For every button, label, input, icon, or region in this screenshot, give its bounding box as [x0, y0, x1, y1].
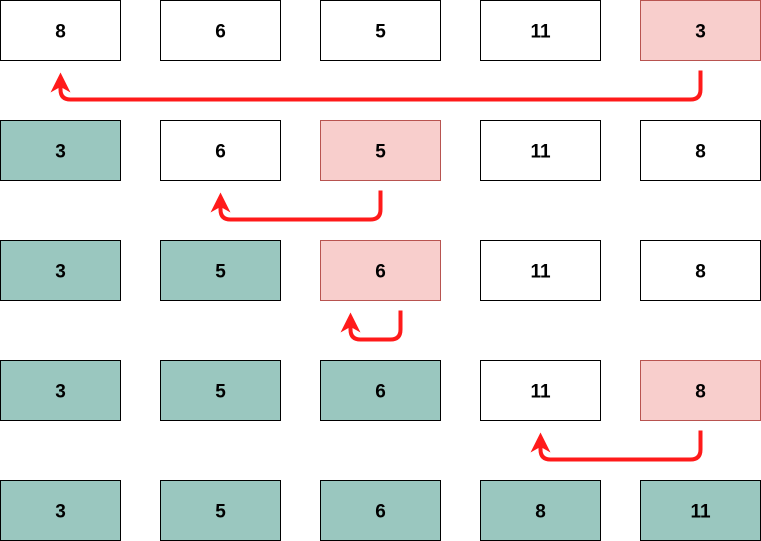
- cell-value: 3: [55, 142, 66, 163]
- array-cell-sorted: 6: [320, 480, 441, 541]
- cell-value: 8: [55, 22, 66, 43]
- cell-value: 11: [530, 262, 551, 283]
- cell-value: 8: [695, 382, 706, 403]
- cell-box: [320, 120, 441, 181]
- array-cell-sorted: 5: [160, 360, 281, 421]
- cell-box: [0, 240, 121, 301]
- cell-value: 6: [375, 262, 386, 283]
- cell-value: 8: [535, 502, 546, 523]
- array-cell-default: 11: [480, 120, 601, 181]
- array-cell-sorted: 3: [0, 480, 121, 541]
- array-cell-sorted: 11: [640, 480, 761, 541]
- array-cell-default: 11: [480, 240, 601, 301]
- cell-box: [640, 240, 761, 301]
- cell-box: [640, 360, 761, 421]
- array-cell-sorted: 5: [160, 240, 281, 301]
- cell-box: [320, 240, 441, 301]
- array-cell-sorted: 3: [0, 360, 121, 421]
- swap-arrow: [50, 70, 703, 102]
- cell-box: [480, 360, 601, 421]
- array-cell-default: 6: [160, 0, 281, 61]
- cell-value: 11: [530, 382, 551, 403]
- cell-box: [480, 120, 601, 181]
- cell-box: [480, 480, 601, 541]
- array-cell-sorted: 6: [320, 360, 441, 421]
- cell-box: [320, 360, 441, 421]
- cell-box: [160, 0, 281, 61]
- array-cell-default: 8: [640, 240, 761, 301]
- cell-box: [0, 360, 121, 421]
- cell-value: 5: [215, 502, 226, 523]
- cell-box: [480, 0, 601, 61]
- cell-value: 3: [55, 382, 66, 403]
- cell-box: [160, 480, 281, 541]
- array-cell-selected: 5: [320, 120, 441, 181]
- array-cell-sorted: 5: [160, 480, 281, 541]
- cell-value: 5: [215, 262, 226, 283]
- cell-value: 6: [215, 22, 226, 43]
- cell-value: 8: [695, 262, 706, 283]
- cell-box: [0, 120, 121, 181]
- cell-value: 3: [55, 262, 66, 283]
- swap-arrow: [340, 310, 403, 342]
- array-cell-selected: 8: [640, 360, 761, 421]
- cell-box: [320, 480, 441, 541]
- array-cell-default: 11: [480, 360, 601, 421]
- array-cell-default: 6: [160, 120, 281, 181]
- cell-box: [160, 360, 281, 421]
- cell-value: 3: [55, 502, 66, 523]
- array-cell-default: 5: [320, 0, 441, 61]
- cell-value: 3: [695, 22, 706, 43]
- cell-value: 6: [375, 502, 386, 523]
- cell-box: [640, 480, 761, 541]
- array-row: 3 5 6 11 8: [0, 240, 761, 301]
- cell-box: [640, 120, 761, 181]
- cell-box: [640, 0, 761, 61]
- array-cell-default: 8: [0, 0, 121, 61]
- array-cell-default: 11: [480, 0, 601, 61]
- cell-value: 5: [375, 22, 386, 43]
- cell-value: 6: [375, 382, 386, 403]
- cell-value: 11: [690, 502, 711, 523]
- array-row: 3 5 6 11 8: [0, 360, 761, 421]
- swap-arrows: [50, 70, 703, 462]
- cell-box: [480, 240, 601, 301]
- cell-box: [0, 0, 121, 61]
- cell-value: 6: [215, 142, 226, 163]
- array-cell-sorted: 8: [480, 480, 601, 541]
- array-cell-sorted: 3: [0, 240, 121, 301]
- array-row: 3 5 6 8 11: [0, 480, 761, 541]
- cell-value: 11: [530, 142, 551, 163]
- cell-box: [320, 0, 441, 61]
- cell-value: 5: [215, 382, 226, 403]
- array-cell-selected: 3: [640, 0, 761, 61]
- cell-value: 5: [375, 142, 386, 163]
- array-row: 3 6 5 11 8: [0, 120, 761, 181]
- swap-arrow: [530, 430, 703, 462]
- cell-box: [160, 240, 281, 301]
- swap-arrow: [210, 190, 383, 222]
- array-cell-default: 8: [640, 120, 761, 181]
- cell-value: 8: [695, 142, 706, 163]
- array-cell-sorted: 3: [0, 120, 121, 181]
- cell-box: [160, 120, 281, 181]
- array-cell-selected: 6: [320, 240, 441, 301]
- array-row: 8 6 5 11 3: [0, 0, 761, 61]
- cell-value: 11: [530, 22, 551, 43]
